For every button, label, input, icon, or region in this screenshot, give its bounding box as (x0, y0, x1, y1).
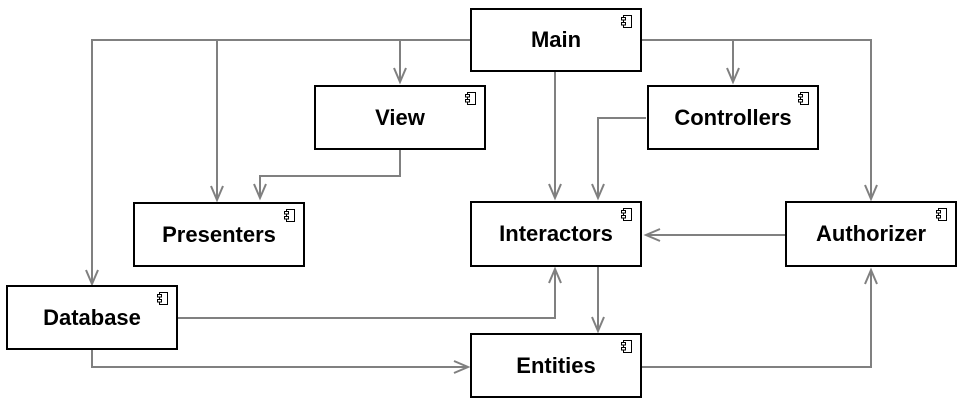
edge-database-interactors (178, 269, 556, 319)
arrowhead-main-controllers (726, 67, 740, 85)
arrowhead-database-interactors (548, 266, 562, 284)
main-label: Main (530, 27, 582, 52)
arrowhead-interactors-entities (591, 316, 605, 334)
arrowhead-main-database (85, 269, 99, 287)
controllers-component[interactable]: Controllers (647, 85, 819, 150)
component-icon (465, 92, 476, 105)
arrowhead-authorizer-interactors (643, 228, 661, 242)
view-component[interactable]: View (314, 85, 486, 150)
component-icon (284, 209, 295, 222)
edge-main-authorizer (641, 39, 872, 199)
arrowhead-database-entities (453, 360, 471, 374)
interactors-label: Interactors (499, 221, 613, 246)
arrowhead-main-view (393, 67, 407, 85)
edge-database-entities (91, 350, 468, 368)
arrowhead-controllers-interactors (591, 183, 605, 201)
controllers-label: Controllers (674, 104, 792, 130)
database-component[interactable]: Database (6, 285, 178, 350)
arrowhead-entities-authorizer (864, 267, 878, 285)
authorizer-label: Authorizer (816, 221, 926, 246)
main-component[interactable]: Main (470, 8, 642, 72)
arrowhead-main-authorizer (864, 184, 878, 202)
component-icon (621, 208, 632, 221)
component-icon (798, 92, 809, 105)
component-icon (936, 208, 947, 221)
edge-view-presenters (259, 150, 401, 198)
component-icon (621, 15, 632, 28)
arrowhead-main-interactors (548, 183, 562, 201)
database-label: Database (43, 304, 141, 330)
entities-label: Entities (516, 352, 596, 378)
component-icon (621, 340, 632, 353)
edge-entities-authorizer (641, 270, 872, 368)
edge-main-database (91, 39, 471, 284)
presenters-label: Presenters (162, 221, 276, 247)
arrowhead-view-presenters (253, 183, 267, 201)
view-label: View (375, 104, 425, 130)
interactors-component[interactable]: Interactors (470, 201, 642, 267)
edge-controllers-interactors (597, 117, 646, 198)
component-icon (157, 292, 168, 305)
entities-component[interactable]: Entities (470, 333, 642, 398)
presenters-component[interactable]: Presenters (133, 202, 305, 267)
authorizer-component[interactable]: Authorizer (785, 201, 957, 267)
arrowhead-main-presenters (210, 185, 224, 203)
edge-main-controllers (641, 39, 734, 82)
